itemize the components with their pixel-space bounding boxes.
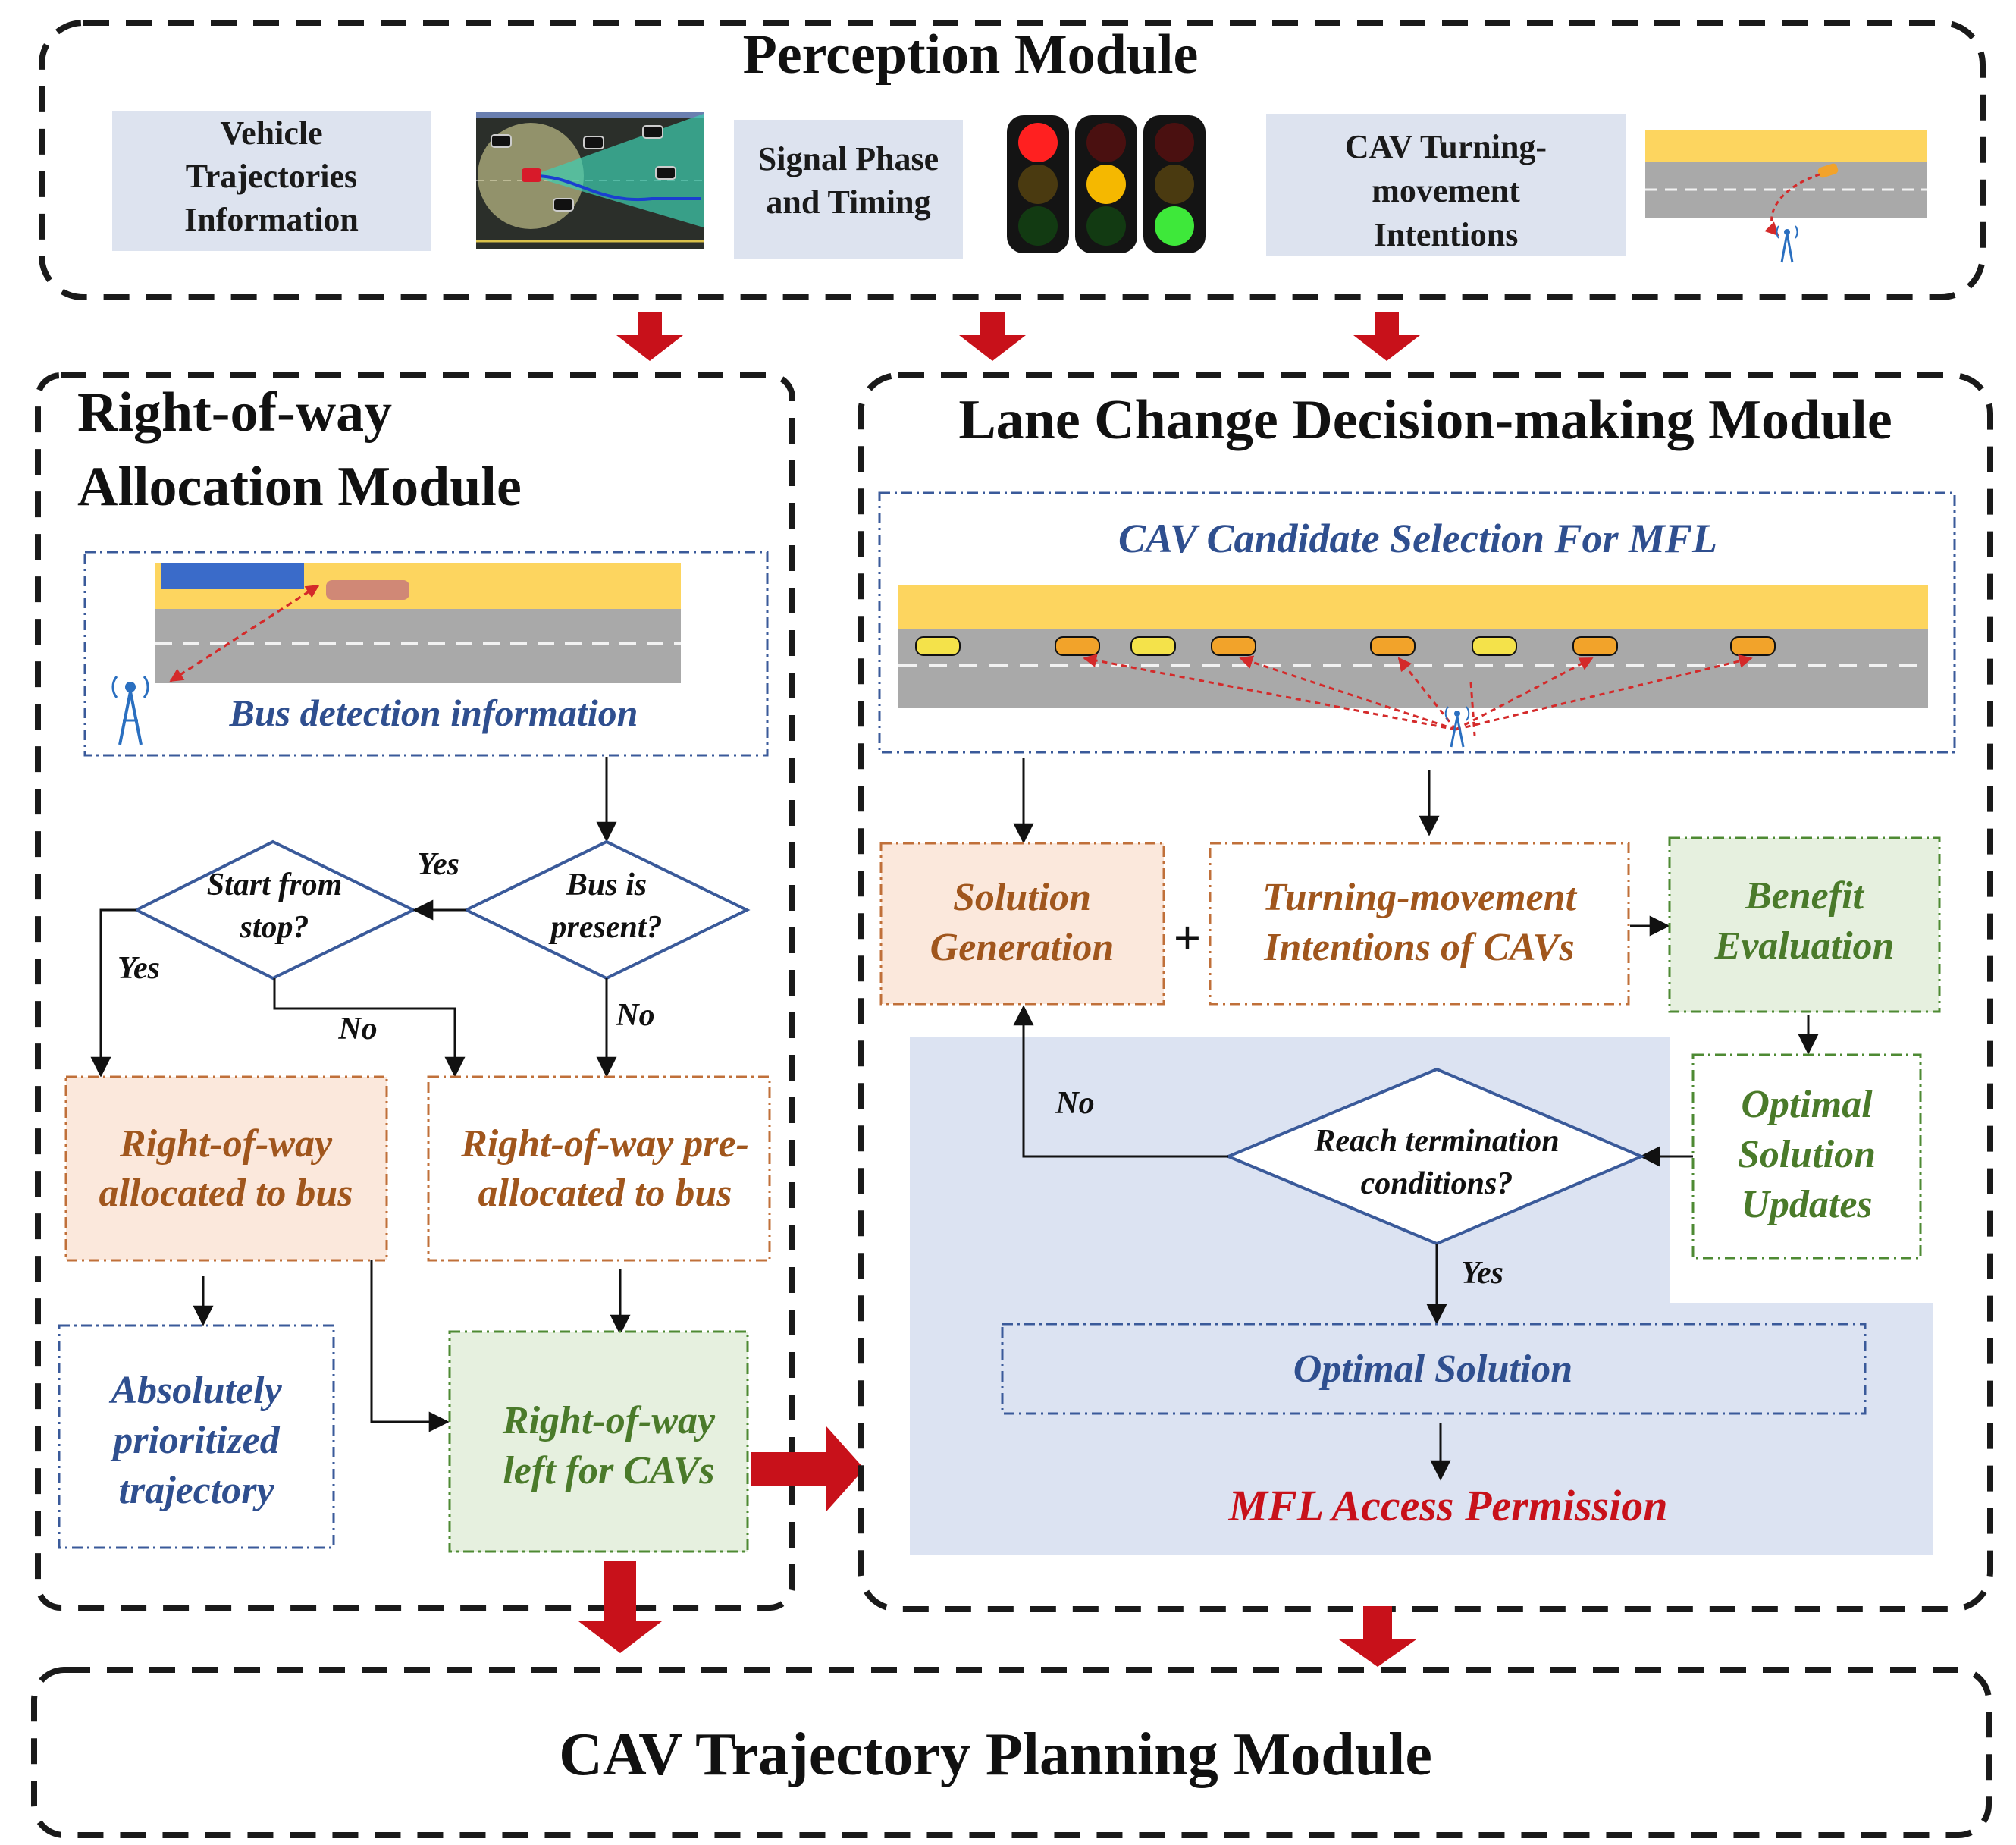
allocated-line2: allocated to bus: [99, 1172, 353, 1215]
updates-line2: Solution: [1738, 1133, 1876, 1176]
cav-orange: [1055, 636, 1100, 656]
preallocated-line2: allocated to bus: [478, 1172, 732, 1215]
candidate-road-image: [898, 585, 1928, 748]
cav-yellow: [1472, 636, 1517, 656]
allocated-to-bus-box: [64, 1075, 388, 1262]
cav-yellow: [915, 636, 961, 656]
row-title-line2: Allocation Module: [77, 456, 522, 518]
cav-orange: [1370, 636, 1416, 656]
vehicle-info-line3: Information: [184, 201, 359, 238]
benefit-evaluation-box: [1668, 836, 1941, 1013]
preallocated-line1: Right-of-way pre-: [460, 1122, 749, 1166]
candidate-selection-box: [878, 491, 1956, 754]
signal-info-line1: Signal Phase: [758, 140, 939, 177]
yes-label-top: Yes: [417, 847, 459, 882]
preallocated-to-bus-box: [427, 1075, 771, 1262]
termination-line1: Reach termination: [1313, 1124, 1559, 1159]
left-for-cavs-box: [448, 1330, 749, 1553]
allocated-line1: Right-of-way: [119, 1122, 333, 1166]
updates-line3: Updates: [1741, 1183, 1872, 1226]
solution-gen-line2: Generation: [930, 926, 1115, 969]
cav-orange: [1211, 636, 1256, 656]
updates-line1: Optimal: [1741, 1083, 1873, 1126]
cav-orange: [1730, 636, 1776, 656]
candidate-title: CAV Candidate Selection For MFL: [1118, 516, 1717, 561]
start-from-stop-decision: [133, 839, 417, 981]
perception-output-arrows: [616, 312, 1420, 361]
start-stop-line1: Start from: [207, 868, 343, 902]
solution-gen-line1: Solution: [953, 876, 1091, 919]
antenna-icon: [111, 676, 149, 745]
row-allocation-module: Right-of-way Allocation Module Bus detec…: [35, 372, 795, 1611]
optimal-updates-box: [1691, 1053, 1922, 1260]
planning-title: CAV Trajectory Planning Module: [559, 1721, 1432, 1788]
absolutely-prioritized-box: [58, 1324, 335, 1549]
bus-detection-box: [83, 551, 769, 757]
trajectory-planning-module: CAV Trajectory Planning Module: [31, 1667, 1992, 1838]
bus-present-line1: Bus is: [566, 868, 647, 902]
signal-info-line2: and Timing: [766, 184, 930, 221]
turning-info-line3: Intentions: [1374, 216, 1519, 253]
sensor-view-image: [476, 112, 704, 249]
turning-line1: Turning-movement: [1262, 876, 1578, 919]
yes-label-left: Yes: [118, 951, 160, 986]
lane-change-module: Lane Change Decision-making Module CAV C…: [858, 372, 1993, 1612]
left-cavs-line2: left for CAVs: [503, 1449, 714, 1492]
vehicle-info-box: [112, 111, 431, 251]
absolute-line2: prioritized: [110, 1419, 281, 1462]
turning-line2: Intentions of CAVs: [1263, 926, 1574, 969]
turning-info-box: [1266, 114, 1626, 256]
row-title-line1: Right-of-way: [77, 381, 392, 444]
yes-label-termination: Yes: [1461, 1256, 1503, 1291]
perception-title: Perception Module: [743, 24, 1199, 86]
bus-present-line2: present?: [549, 910, 663, 945]
perception-module: Perception Module Vehicle Trajectories I…: [39, 20, 1986, 300]
turning-info-line2: movement: [1372, 172, 1520, 209]
mfl-access-permission: MFL Access Permission: [1228, 1481, 1668, 1530]
termination-line2: conditions?: [1361, 1166, 1513, 1201]
planning-input-arrows: [578, 1561, 1416, 1667]
absolute-line1: Absolutely: [108, 1369, 282, 1412]
absolute-line3: trajectory: [118, 1469, 274, 1512]
solution-generation-box: [879, 842, 1165, 1006]
bus-road-image: [155, 563, 681, 683]
signal-info-box: [734, 120, 963, 259]
plus-sign: +: [1174, 911, 1201, 965]
optimal-solution-box: [1001, 1323, 1867, 1415]
antenna-icon: [1444, 706, 1470, 748]
cav-orange: [1572, 636, 1618, 656]
start-stop-line2: stop?: [239, 910, 309, 945]
traffic-light-icon: [1007, 115, 1206, 253]
antenna-icon: [1776, 225, 1798, 263]
benefit-line2: Evaluation: [1714, 924, 1895, 968]
turning-road-image: [1645, 130, 1927, 263]
optimal-solution-label: Optimal Solution: [1293, 1348, 1572, 1391]
benefit-line1: Benefit: [1745, 874, 1865, 918]
turning-intentions-box: [1209, 842, 1630, 1006]
no-label-right: No: [615, 998, 654, 1033]
no-label-loop: No: [1055, 1086, 1094, 1121]
row-to-lc-arrow: [751, 1426, 864, 1511]
vehicle-info-line2: Trajectories: [186, 158, 357, 195]
no-label-mid: No: [337, 1012, 377, 1046]
left-cavs-line1: Right-of-way: [502, 1399, 716, 1442]
lc-title: Lane Change Decision-making Module: [958, 389, 1892, 451]
turning-info-line1: CAV Turning-: [1345, 128, 1547, 165]
vehicle-info-line1: Vehicle: [220, 115, 322, 152]
bus-detection-label: Bus detection information: [229, 692, 638, 734]
cav-yellow: [1130, 636, 1176, 656]
